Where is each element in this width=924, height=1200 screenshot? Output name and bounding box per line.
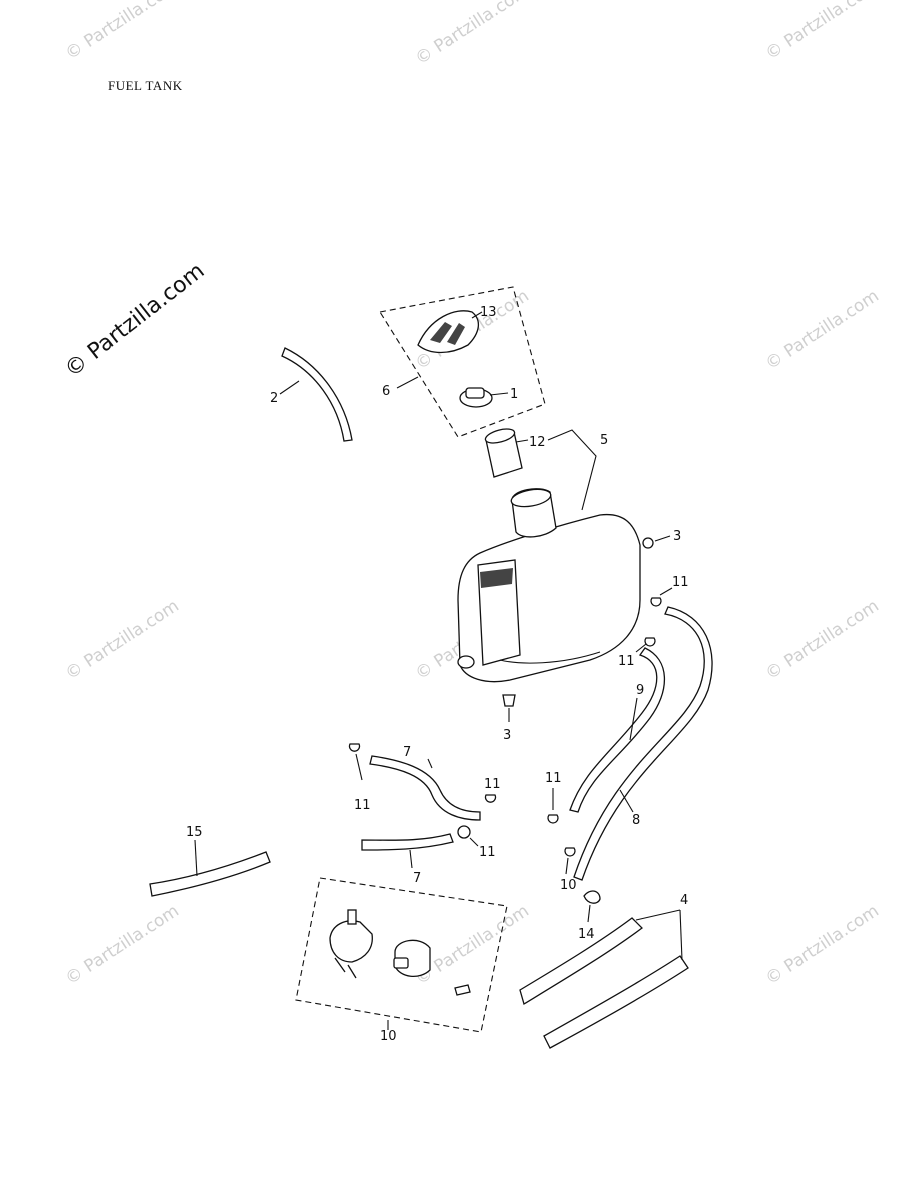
callout-12: 12 [529, 435, 546, 450]
part-hose-15 [149, 839, 271, 897]
part-strips-4 [519, 909, 689, 1049]
part-clip-11b [547, 788, 576, 875]
callout-7b: 7 [413, 871, 421, 886]
callout-1: 1 [510, 387, 518, 402]
part-fuel-tank-5 [457, 488, 641, 683]
callout-3a: 3 [673, 529, 681, 544]
callout-7a: 7 [403, 745, 411, 760]
watermark: © Partzilla.com [762, 0, 883, 64]
callout-3b: 3 [503, 728, 511, 743]
callout-10: 10 [380, 1029, 397, 1044]
part-filler-neck-12 [484, 428, 597, 511]
watermark: © Partzilla.com [412, 901, 533, 989]
callout-13: 13 [480, 305, 497, 320]
callout-14: 14 [578, 927, 595, 942]
part-hose-7a [348, 743, 497, 821]
callout-5: 5 [600, 433, 608, 448]
watermark: © Partzilla.com [762, 596, 883, 684]
watermark: © Partzilla.com [762, 901, 883, 989]
part-bolt-3b [502, 694, 516, 722]
callout-11d: 11 [354, 798, 371, 813]
callout-11b: 11 [618, 654, 635, 669]
watermark: © Partzilla.com [62, 0, 183, 64]
part-clip-14 [583, 890, 601, 923]
callout-6: 6 [382, 384, 390, 399]
part-hose-2 [279, 347, 353, 442]
callout-2: 2 [270, 391, 278, 406]
watermark: © Partzilla.com [62, 901, 183, 989]
watermark: © Partzilla.com [412, 0, 533, 69]
part-bolt-3a [642, 535, 671, 549]
part-hose-7b [361, 825, 479, 869]
callout-15: 15 [186, 825, 203, 840]
watermark-main: © Partzilla.com [60, 259, 209, 383]
callout-4: 4 [680, 893, 688, 908]
callout-11c: 11 [484, 777, 501, 792]
callout-8: 8 [632, 813, 640, 828]
callout-11a: 11 [672, 575, 689, 590]
part-petcock-10 [295, 877, 508, 1033]
watermark: © Partzilla.com [762, 286, 883, 374]
callout-11f: 11 [479, 845, 496, 860]
part-hose-8-9 [569, 606, 713, 881]
part-clip-11 [635, 587, 673, 653]
callout-11g: 10 [560, 878, 577, 893]
callout-11e: 11 [545, 771, 562, 786]
watermark: © Partzilla.com [62, 596, 183, 684]
page-title: FUEL TANK [108, 78, 183, 93]
callout-labels: 13 1 6 2 12 5 3 11 11 9 3 7 11 11 11 8 1… [186, 305, 689, 1044]
part-cap-assembly-6 [379, 286, 546, 438]
callout-9: 9 [636, 683, 644, 698]
